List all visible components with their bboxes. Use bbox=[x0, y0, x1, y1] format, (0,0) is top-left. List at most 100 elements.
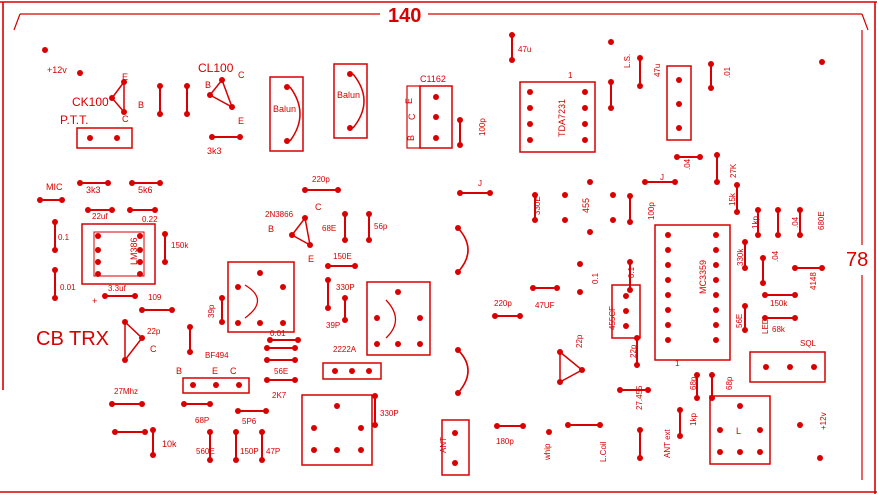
svg-text:455: 455 bbox=[581, 198, 591, 213]
svg-text:22p: 22p bbox=[147, 327, 161, 336]
balun-2: Balun bbox=[333, 63, 368, 139]
svg-text:56p: 56p bbox=[374, 222, 388, 231]
svg-text:ANT: ANT bbox=[439, 437, 448, 453]
svg-text:39p: 39p bbox=[207, 304, 216, 318]
svg-text:B: B bbox=[138, 100, 144, 110]
svg-text:27Mhz: 27Mhz bbox=[114, 387, 138, 396]
svg-text:0.22: 0.22 bbox=[142, 215, 158, 224]
svg-text:68P: 68P bbox=[195, 416, 209, 425]
svg-text:220p: 220p bbox=[494, 299, 512, 308]
svg-text:MC3359: MC3359 bbox=[698, 260, 708, 294]
svg-text:3.3uf: 3.3uf bbox=[108, 284, 127, 293]
svg-text:+: + bbox=[92, 296, 97, 306]
svg-text:0.01: 0.01 bbox=[270, 329, 286, 338]
cl100-label: CL100 bbox=[198, 61, 234, 75]
balun-1: Balun bbox=[269, 76, 304, 152]
ck100-label: CK100 bbox=[72, 95, 109, 109]
svg-text:LED: LED bbox=[761, 318, 770, 334]
svg-text:220p: 220p bbox=[312, 175, 330, 184]
2n3866-label: 2N3866 bbox=[265, 210, 294, 219]
svg-text:2K7: 2K7 bbox=[272, 391, 287, 400]
svg-text:SQL: SQL bbox=[800, 339, 817, 348]
tx-coil-1 bbox=[227, 261, 295, 333]
2n3866-transistor bbox=[289, 215, 313, 248]
coil-l: L bbox=[709, 395, 771, 465]
svg-text:.04: .04 bbox=[771, 250, 780, 262]
svg-text:C: C bbox=[238, 70, 245, 80]
svg-text:5P6: 5P6 bbox=[242, 417, 257, 426]
bf494-label: BF494 bbox=[205, 351, 229, 360]
svg-text:68p: 68p bbox=[725, 376, 734, 390]
svg-text:1: 1 bbox=[568, 71, 573, 80]
cl100-transistor bbox=[207, 77, 235, 110]
svg-text:3k3: 3k3 bbox=[207, 146, 222, 156]
svg-text:.04: .04 bbox=[791, 216, 800, 228]
svg-text:B: B bbox=[406, 135, 416, 141]
svg-text:0.1: 0.1 bbox=[591, 272, 600, 284]
svg-text:.04: .04 bbox=[683, 158, 692, 170]
ck100-transistor bbox=[109, 79, 127, 115]
svg-text:100p: 100p bbox=[478, 118, 487, 136]
height-label: 78 bbox=[846, 249, 868, 271]
svg-text:27K: 27K bbox=[729, 163, 738, 178]
cap-triangle-right bbox=[557, 349, 585, 385]
svg-text:56E: 56E bbox=[274, 367, 288, 376]
svg-text:47u: 47u bbox=[653, 64, 662, 77]
svg-text:C: C bbox=[150, 344, 157, 354]
tx-coil-2 bbox=[366, 281, 431, 356]
svg-text:LM386: LM386 bbox=[129, 237, 139, 265]
svg-text:560E: 560E bbox=[196, 447, 215, 456]
svg-text:whip: whip bbox=[543, 443, 552, 461]
svg-text:3k3: 3k3 bbox=[86, 185, 101, 195]
svg-text:47UF: 47UF bbox=[535, 301, 555, 310]
svg-text:C: C bbox=[122, 114, 129, 124]
455cf-filter bbox=[611, 284, 641, 339]
svg-text:ANT ext: ANT ext bbox=[663, 428, 672, 458]
svg-text:.01: .01 bbox=[723, 66, 732, 78]
svg-text:39P: 39P bbox=[326, 321, 340, 330]
svg-text:56E: 56E bbox=[735, 314, 744, 328]
svg-text:22p: 22p bbox=[575, 334, 584, 348]
svg-text:E: E bbox=[308, 254, 314, 264]
ptt-label: P.T.T. bbox=[60, 113, 88, 127]
svg-text:150k: 150k bbox=[770, 299, 788, 308]
mic-label: MIC bbox=[46, 182, 63, 192]
svg-text:1: 1 bbox=[675, 359, 680, 368]
svg-text:J: J bbox=[660, 173, 664, 182]
plus12v-label: +12v bbox=[47, 65, 67, 75]
svg-text:0.1: 0.1 bbox=[58, 233, 70, 242]
svg-text:E: E bbox=[238, 116, 244, 126]
svg-text:B: B bbox=[268, 224, 274, 234]
svg-text:B: B bbox=[205, 80, 211, 90]
2222a-label: 2222A bbox=[333, 345, 357, 354]
svg-text:180p: 180p bbox=[496, 437, 514, 446]
svg-text:10k: 10k bbox=[162, 439, 177, 449]
svg-text:150k: 150k bbox=[171, 241, 189, 250]
svg-text:150P: 150P bbox=[240, 447, 259, 456]
svg-text:L.Coil: L.Coil bbox=[599, 441, 608, 462]
svg-text:47u: 47u bbox=[518, 45, 531, 54]
svg-text:330E: 330E bbox=[533, 196, 542, 215]
svg-text:330P: 330P bbox=[380, 409, 399, 418]
svg-text:22p: 22p bbox=[629, 344, 638, 358]
455-if-can: 455 bbox=[562, 179, 616, 235]
ant-connector: ANT bbox=[439, 419, 470, 476]
svg-text:22uf: 22uf bbox=[92, 212, 108, 221]
svg-text:109: 109 bbox=[148, 293, 162, 302]
svg-text:L.S.: L.S. bbox=[623, 54, 632, 68]
board-title: CB TRX bbox=[36, 328, 109, 350]
svg-text:Balun: Balun bbox=[337, 90, 360, 100]
svg-text:E: E bbox=[404, 98, 414, 104]
svg-text:27.455: 27.455 bbox=[635, 385, 644, 410]
svg-text:68E: 68E bbox=[322, 224, 336, 233]
cap-triangle-left bbox=[122, 319, 145, 363]
tda7231-ic: TDA7231 bbox=[519, 81, 596, 153]
2222a-transistor bbox=[322, 362, 382, 380]
svg-text:680E: 680E bbox=[817, 211, 826, 230]
c1162-label: C1162 bbox=[420, 74, 446, 84]
height-dimension: 78 bbox=[846, 30, 868, 480]
svg-text:E: E bbox=[212, 366, 218, 376]
svg-text:68p: 68p bbox=[689, 376, 698, 390]
